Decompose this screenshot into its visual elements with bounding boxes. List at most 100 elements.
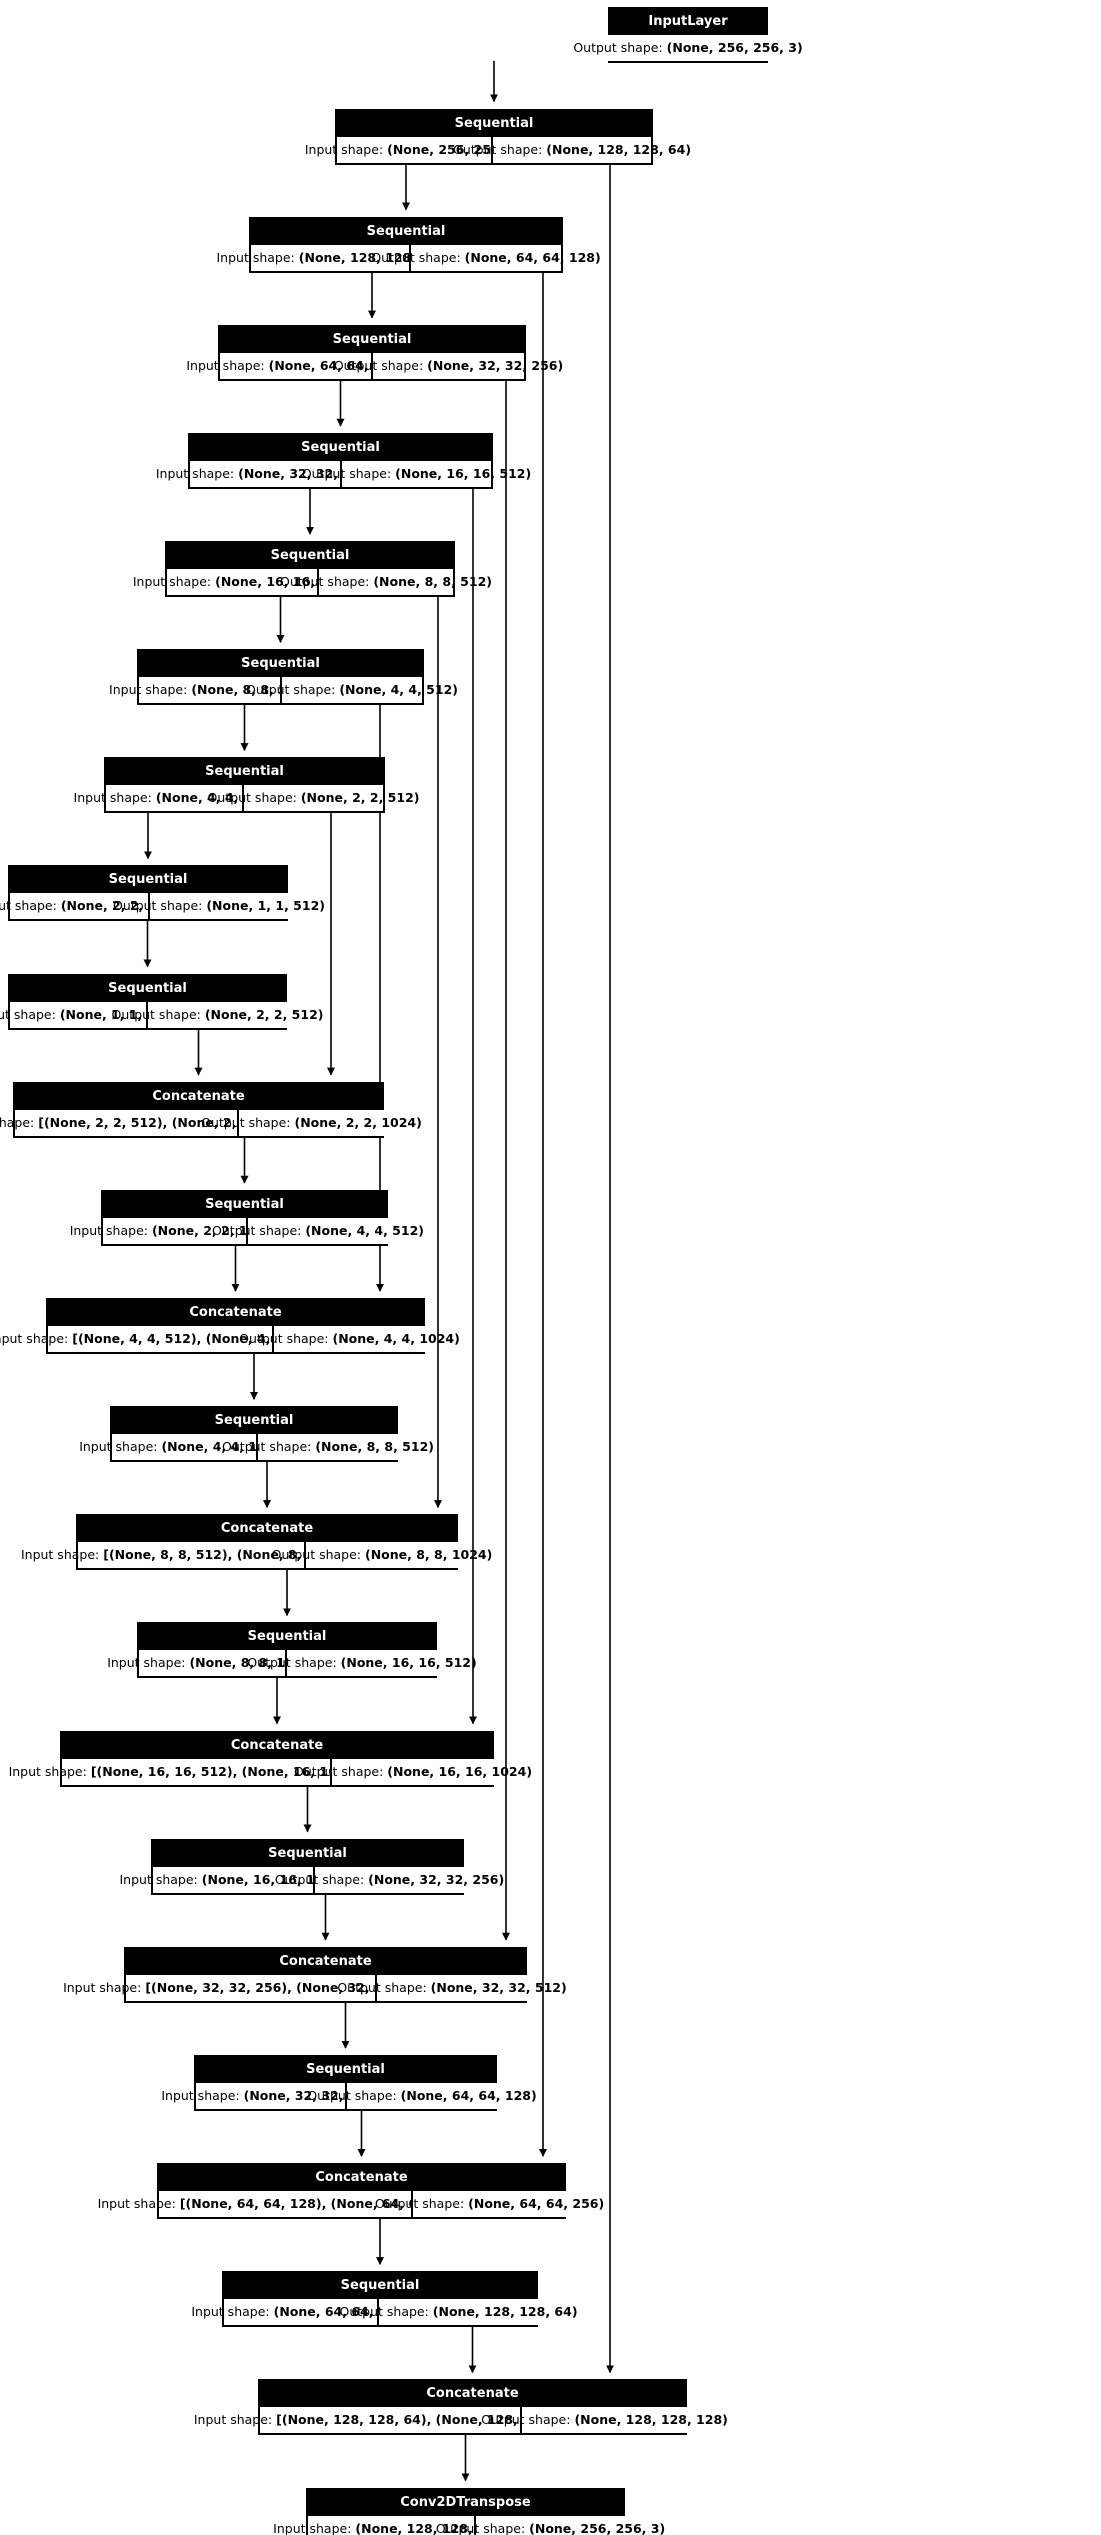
layer-type-label: InputLayer <box>610 8 766 35</box>
output-shape-cell: Output shape: (None, 32, 32, 256) <box>334 352 563 379</box>
output-shape-cell: Output shape: (None, 32, 32, 256) <box>275 1866 504 1893</box>
input-shape-value: [(None, 4, 4, 512), (None, 4, 4, 512)] <box>72 1331 331 1347</box>
output-shape-cell: Output shape: (None, 256, 256, 3) <box>566 34 810 61</box>
output-shape-cell: Output shape: (None, 8, 8, 512) <box>280 569 492 596</box>
input-shape-label: Input shape: <box>109 682 188 698</box>
layer-shape-row: Input shape: (None, 4, 4, 512)Output sha… <box>74 785 419 812</box>
output-shape-value: (None, 128, 128, 128) <box>574 2412 728 2428</box>
output-shape-cell: Output shape: (None, 2, 2, 512) <box>112 1001 323 1028</box>
output-shape-value: (None, 64, 64, 128) <box>400 2088 537 2104</box>
output-shape-value: (None, 1, 1, 512) <box>206 898 325 914</box>
output-shape-label: Output shape: <box>301 465 392 481</box>
input-shape-cell: Input shape: (None, 8, 8, 512) <box>109 677 310 704</box>
input-shape-cell: Input shape: [(None, 16, 16, 512), (None… <box>9 1758 383 1785</box>
output-shape-cell: Output shape: (None, 128, 128, 128) <box>481 2407 728 2434</box>
output-shape-cell: Output shape: (None, 128, 128, 64) <box>453 136 691 163</box>
layer-shape-row: Input shape: (None, 2, 2, 512)Output sha… <box>0 893 325 920</box>
output-shape-cell: Output shape: (None, 4, 4, 512) <box>246 677 458 704</box>
layer-type-label: Concatenate <box>15 1083 382 1110</box>
input-shape-value: (None, 256, 256, 3) <box>387 141 524 157</box>
layer-shape-row: Input shape: (None, 32, 32, 512)Output s… <box>161 2083 537 2110</box>
output-shape-cell: Output shape: (None, 4, 4, 1024) <box>239 1326 460 1353</box>
input-shape-value: (None, 128, 128, 64) <box>298 249 444 265</box>
layer-shape-row: Input shape: (None, 8, 8, 1024)Output sh… <box>107 1650 477 1677</box>
output-shape-cell: Output shape: (None, 64, 64, 128) <box>307 2083 537 2110</box>
output-shape-label: Output shape: <box>271 1547 361 1563</box>
output-shape-value: (None, 128, 128, 64) <box>546 141 692 157</box>
output-shape-label: Output shape: <box>274 1871 365 1887</box>
layer-type-label: Sequential <box>190 434 491 461</box>
input-shape-label: Input shape: <box>191 2304 270 2320</box>
layer-type-label: Sequential <box>139 1624 435 1651</box>
input-shape-cell: Input shape: (None, 128, 128, 64) <box>217 244 444 271</box>
output-shape-label: Output shape: <box>222 1439 312 1455</box>
layer-shape-row: Input shape: [(None, 128, 128, 64), (Non… <box>194 2407 728 2434</box>
output-shape-value: (None, 32, 32, 256) <box>427 357 564 373</box>
input-shape-value: (None, 2, 2, 512) <box>60 898 180 914</box>
input-shape-cell: Input shape: (None, 64, 64, 128) <box>186 352 405 379</box>
output-shape-value: (None, 256, 256, 3) <box>666 39 803 55</box>
output-shape-value: (None, 8, 8, 512) <box>373 574 492 590</box>
output-shape-cell: Output shape: (None, 32, 32, 512) <box>337 1974 567 2001</box>
layer-shape-row: Input shape: (None, 16, 16, 1024)Output … <box>120 1866 504 1893</box>
output-shape-cell: Output shape: (None, 8, 8, 512) <box>222 1434 434 1461</box>
output-shape-value: (None, 8, 8, 1024) <box>364 1547 493 1563</box>
layer-type-label: Sequential <box>196 2057 495 2084</box>
output-shape-label: Output shape: <box>339 2304 429 2320</box>
input-shape-label: Input shape: <box>304 141 384 157</box>
output-shape-value: (None, 16, 16, 512) <box>340 1655 477 1671</box>
output-shape-label: Output shape: <box>111 1006 201 1022</box>
input-shape-label: Input shape: <box>193 2412 273 2428</box>
output-shape-label: Output shape: <box>452 141 543 157</box>
output-shape-value: (None, 128, 128, 64) <box>432 2304 578 2320</box>
input-shape-cell: Input shape: (None, 128, 128, 128) <box>273 2515 509 2535</box>
layer-shape-row: Input shape: (None, 1, 1, 512)Output sha… <box>0 1001 323 1028</box>
layer-shape-row: Input shape: (None, 16, 16, 512)Output s… <box>133 569 492 596</box>
input-shape-cell: Input shape: (None, 4, 4, 1024) <box>79 1434 289 1461</box>
layer-type-label: Concatenate <box>159 2165 564 2192</box>
input-shape-value: (None, 8, 8, 1024) <box>189 1655 317 1671</box>
output-shape-label: Output shape: <box>247 1655 337 1671</box>
output-shape-label: Output shape: <box>207 790 297 806</box>
output-shape-value: (None, 16, 16, 512) <box>395 465 532 481</box>
layer-shape-row: Input shape: (None, 2, 2, 1024)Output sh… <box>70 1217 424 1244</box>
layer-type-label: Sequential <box>153 1840 462 1867</box>
output-shape-value: (None, 4, 4, 512) <box>339 682 458 698</box>
layer-shape-row: Input shape: (None, 32, 32, 256)Output s… <box>156 460 531 487</box>
input-shape-label: Input shape: <box>73 790 152 806</box>
output-shape-cell: Output shape: (None, 16, 16, 512) <box>247 1650 477 1677</box>
output-shape-label: Output shape: <box>435 2520 526 2535</box>
output-shape-label: Output shape: <box>280 574 370 590</box>
input-shape-value: (None, 64, 64, 128) <box>268 357 405 373</box>
layer-shape-row: Input shape: (None, 8, 8, 512)Output sha… <box>109 677 458 704</box>
input-shape-label: Input shape: <box>20 1547 100 1563</box>
input-shape-cell: Input shape: (None, 2, 2, 1024) <box>70 1217 279 1244</box>
layer-type-label: Conv2DTranspose <box>308 2489 623 2516</box>
layer-type-label: Sequential <box>224 2273 536 2300</box>
